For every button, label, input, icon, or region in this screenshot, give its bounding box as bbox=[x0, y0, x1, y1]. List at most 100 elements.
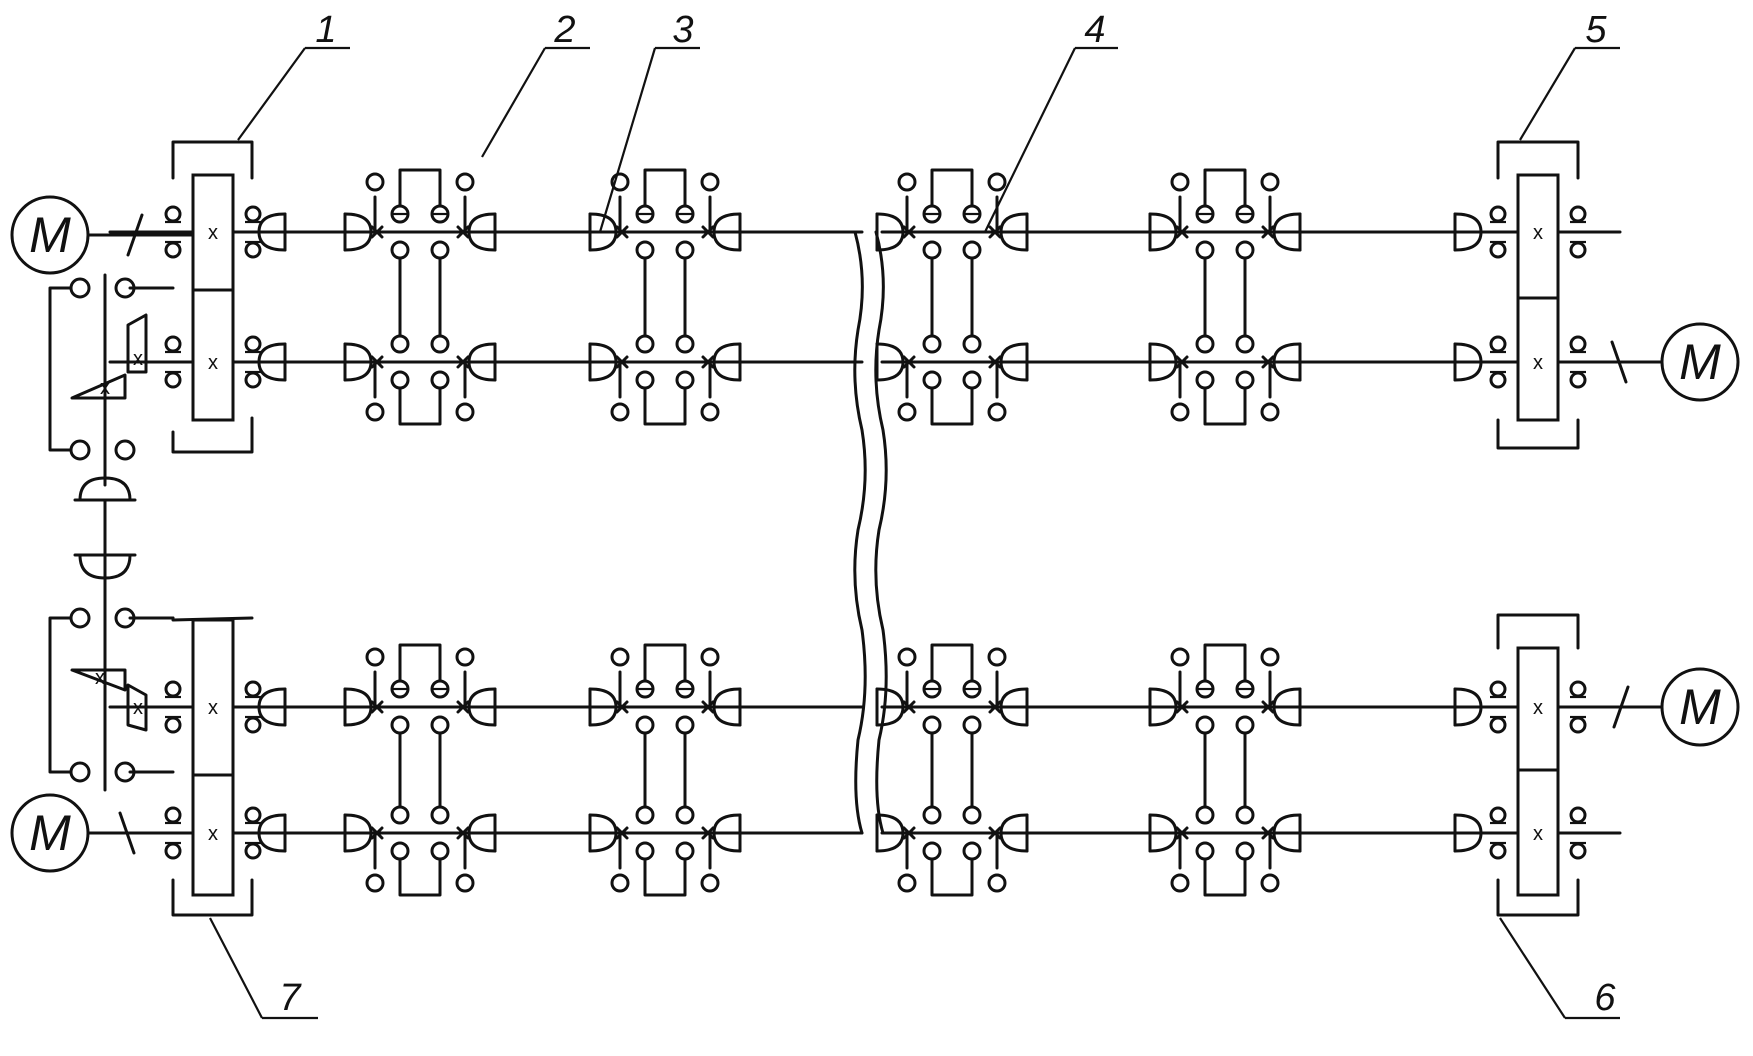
joint-stroke bbox=[988, 225, 1002, 239]
joint-mark bbox=[1175, 225, 1189, 239]
coupling-body bbox=[257, 212, 287, 252]
bearing-ring bbox=[455, 172, 475, 192]
coupling bbox=[343, 813, 373, 853]
bearing-ring bbox=[455, 647, 475, 667]
gear-mark: x bbox=[208, 352, 218, 374]
joint-mark bbox=[1261, 355, 1275, 369]
motor-label: M bbox=[29, 207, 71, 263]
bearing-ring bbox=[1235, 841, 1255, 861]
joint-stroke bbox=[902, 355, 916, 369]
upper-bracket bbox=[643, 168, 687, 216]
joint-mark bbox=[1175, 700, 1189, 714]
bearing-ring bbox=[635, 715, 655, 735]
bearing-ring bbox=[1569, 371, 1587, 389]
gearbox-bracket bbox=[171, 616, 254, 622]
bearing-ring bbox=[922, 805, 942, 825]
gear-mark: x bbox=[208, 823, 218, 845]
bevel-gear bbox=[70, 668, 127, 692]
coupling-body bbox=[343, 687, 373, 727]
callout-4: 4 bbox=[984, 9, 1118, 233]
joint-stroke bbox=[370, 225, 384, 239]
coupling bbox=[1272, 813, 1302, 853]
coupling-body bbox=[1453, 212, 1483, 252]
bearing-ring bbox=[635, 370, 655, 390]
joint-stroke bbox=[701, 355, 715, 369]
bearing-ring bbox=[1260, 647, 1280, 667]
bearing-ring bbox=[164, 680, 182, 698]
lower-bracket bbox=[398, 857, 442, 897]
joint-mark bbox=[1175, 826, 1189, 840]
joint-mark bbox=[902, 225, 916, 239]
bearing-ring bbox=[635, 240, 655, 260]
coupling bbox=[343, 212, 373, 252]
joint-stroke bbox=[1261, 355, 1275, 369]
joint-stroke bbox=[701, 826, 715, 840]
coupling bbox=[999, 212, 1029, 252]
bearing-ring bbox=[610, 873, 630, 893]
lower-bracket bbox=[643, 386, 687, 426]
coupling-body bbox=[467, 342, 497, 382]
motor-top-left: M bbox=[10, 195, 90, 275]
bearing-ring bbox=[1195, 240, 1215, 260]
bearing-ring bbox=[390, 370, 410, 390]
bearing-ring bbox=[1235, 805, 1255, 825]
joint-mark bbox=[370, 225, 384, 239]
roll-stand bbox=[610, 643, 720, 897]
callout-5: 5 bbox=[1519, 9, 1620, 141]
joint-stroke bbox=[615, 700, 629, 714]
roll-stand bbox=[1170, 168, 1280, 426]
coupling bbox=[875, 687, 905, 727]
bearing-ring bbox=[1170, 647, 1190, 667]
joint-mark bbox=[1261, 700, 1275, 714]
bearing-ring bbox=[610, 647, 630, 667]
callout-3: 3 bbox=[598, 9, 700, 233]
bearing-ring bbox=[244, 680, 262, 698]
bearing-ring bbox=[1489, 680, 1507, 698]
gear-mark: x bbox=[1533, 222, 1543, 244]
gearbox-housing bbox=[191, 173, 235, 422]
joint-stroke bbox=[1261, 826, 1275, 840]
coupling-body bbox=[1148, 813, 1178, 853]
bevel-gear bbox=[70, 373, 127, 400]
bearing-ring bbox=[1195, 370, 1215, 390]
bearing-ring bbox=[1235, 334, 1255, 354]
coupling bbox=[712, 212, 742, 252]
gear-mark: x bbox=[100, 377, 110, 399]
coupling bbox=[999, 813, 1029, 853]
coupling bbox=[588, 813, 618, 853]
coupling-body bbox=[588, 687, 618, 727]
bearing-ring bbox=[430, 715, 450, 735]
bearing-ring bbox=[164, 205, 182, 223]
bearing-ring bbox=[430, 805, 450, 825]
roll-stand bbox=[365, 643, 475, 897]
joint-mark bbox=[456, 700, 470, 714]
gearbox-bracket bbox=[1496, 613, 1580, 650]
bearing-ring bbox=[455, 873, 475, 893]
upper-line-group bbox=[108, 168, 1622, 426]
bearing-ring bbox=[390, 715, 410, 735]
coupling bbox=[467, 342, 497, 382]
joint-stroke bbox=[1261, 700, 1275, 714]
clutch-mark bbox=[1610, 340, 1628, 384]
coupling-body bbox=[78, 553, 132, 580]
lower-bracket bbox=[643, 857, 687, 897]
bearing-ring bbox=[1569, 842, 1587, 860]
coupling-body bbox=[343, 342, 373, 382]
coupling bbox=[588, 342, 618, 382]
gearbox-bracket bbox=[1496, 878, 1580, 917]
joint-mark bbox=[370, 826, 384, 840]
coupling bbox=[1272, 342, 1302, 382]
bearing-ring bbox=[962, 240, 982, 260]
bearing-ring bbox=[675, 370, 695, 390]
callout-6: 6 bbox=[1499, 917, 1620, 1020]
bearing-ring bbox=[244, 241, 262, 259]
joint-stroke bbox=[1175, 355, 1189, 369]
coupling bbox=[467, 687, 497, 727]
coupling-body bbox=[1272, 687, 1302, 727]
coupling-body bbox=[875, 212, 905, 252]
joint-mark bbox=[902, 700, 916, 714]
coupling bbox=[712, 687, 742, 727]
bearing-ring bbox=[700, 402, 720, 422]
coupling bbox=[467, 813, 497, 853]
